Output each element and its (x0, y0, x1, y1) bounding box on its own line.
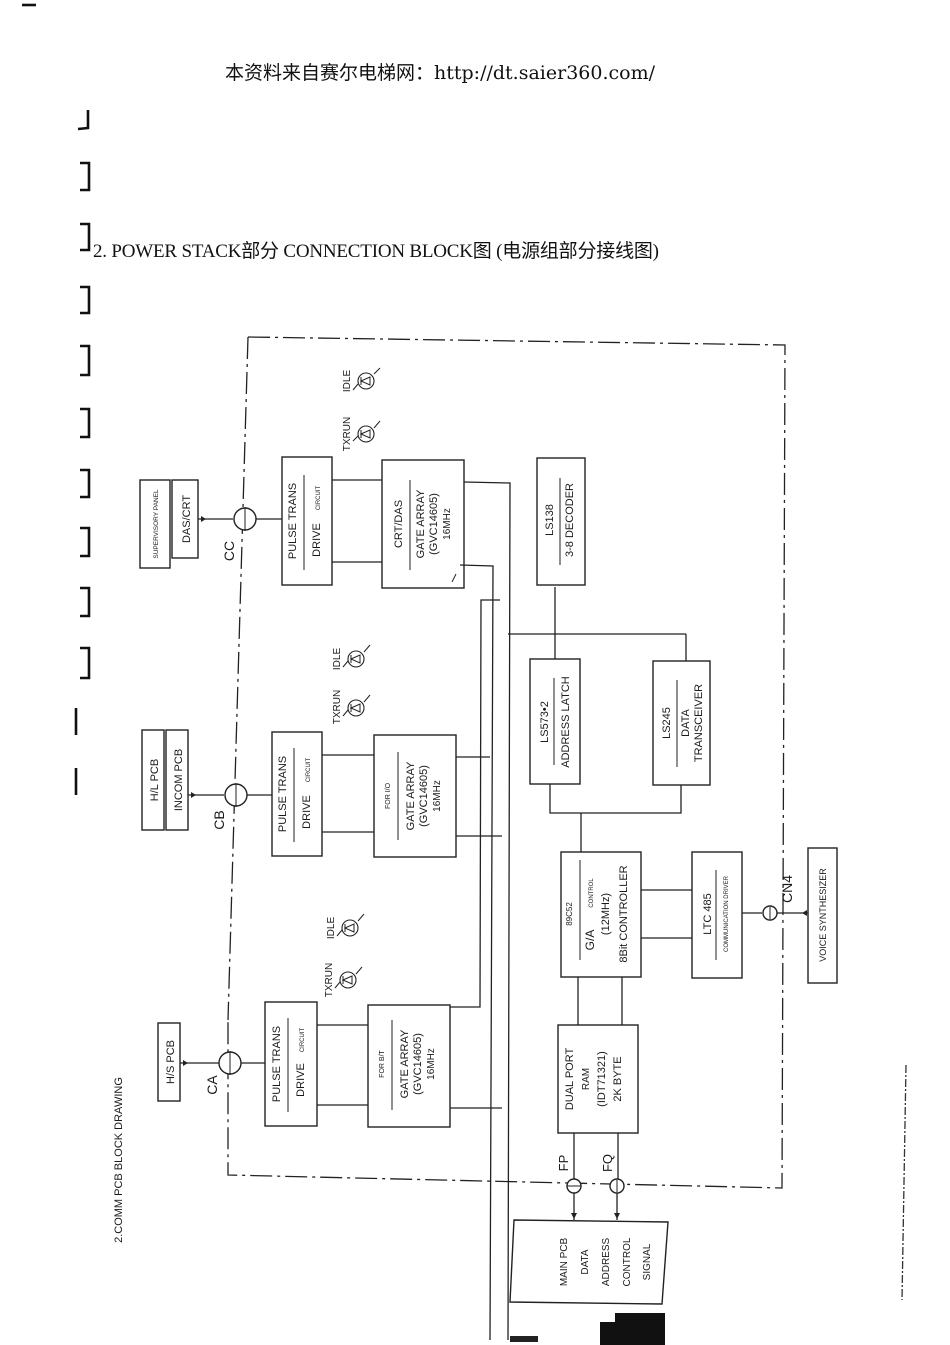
section-heading: 2. POWER STACK部分 CONNECTION BLOCK图 (电源组部… (93, 241, 659, 262)
gate-array-block-cc (381, 459, 465, 589)
idle-label: IDLE (332, 648, 343, 671)
bus-wiring (450, 481, 687, 1341)
circuit-label: CIRCUIT (316, 486, 322, 511)
main-pcb-block: MAIN PCB DATA ADDRESS CONTROL SIGNAL (509, 1219, 669, 1305)
pulse-trans-block-ca (264, 1001, 318, 1127)
comm-pcb-boundary (227, 336, 786, 1189)
gate-array-line2: (GVC14605) (428, 493, 440, 555)
ram-line4: 2K BYTE (612, 1056, 624, 1101)
right-edge-mark (901, 1064, 907, 1301)
circuit-label: CIRCUIT (300, 1028, 306, 1053)
incom-pcb-label: INCOM PCB (173, 749, 185, 811)
gate-array-line2: (GVC14605) (418, 765, 430, 827)
pulse-trans-label: PULSE TRANS (271, 1026, 283, 1102)
supervisory-panel-label: SUPERVISORY PANEL (153, 489, 160, 559)
dual-port-ram-block: DUAL PORT RAM (IDT71321) 2K BYTE (557, 1024, 639, 1134)
controller-desc: 8Bit CONTROLLER (618, 865, 630, 962)
main-pcb-line4: CONTROL (622, 1237, 633, 1286)
hl-pcb-block (141, 729, 165, 831)
txrun-label: TXRUN (332, 690, 343, 724)
comm-pcb-boundary-left (227, 336, 249, 1021)
transceiver-block: LS245 DATA TRANSCEIVER (652, 660, 711, 786)
transceiver-part: LS245 (661, 707, 673, 739)
transceiver-desc2: TRANSCEIVER (693, 684, 705, 762)
gate-array-tag: FOR B/T (379, 1049, 386, 1077)
led-txrun-cc: TXRUN (342, 417, 381, 451)
main-pcb-line3: ADDRESS (601, 1238, 612, 1287)
hs-pcb-block (157, 1022, 181, 1102)
connector-fp-label: FP (556, 1155, 571, 1172)
txrun-label: TXRUN (342, 417, 353, 451)
gate-array-line3: 16MHz (442, 508, 453, 540)
idle-label: IDLE (342, 370, 353, 393)
led-idle-cb: IDLE (332, 644, 371, 671)
gate-array-line1: GATE ARRAY (405, 761, 417, 830)
main-pcb-line5: SIGNAL (642, 1243, 653, 1280)
binding-brackets (74, 110, 91, 795)
decoder-block: LS138 3-8 DECODER (536, 457, 586, 586)
led-idle-ca: IDLE (326, 913, 365, 940)
led-txrun-cb: TXRUN (332, 690, 371, 724)
led-idle-cc: IDLE (342, 367, 381, 393)
gate-array-line3: 16MHz (432, 780, 443, 812)
scan-smudge (510, 1313, 665, 1345)
ram-line2: RAM (581, 1068, 592, 1090)
connector-ca-label: CA (204, 1075, 220, 1095)
incom-pcb-block (165, 729, 189, 831)
pulse-trans-block-cc (281, 456, 333, 586)
comm-driver-part: LTC 485 (702, 893, 714, 934)
das-crt-label: DAS/CRT (181, 495, 193, 543)
controller-part: 89C52 (565, 902, 574, 926)
gate-array-tag: CRT/DAS (393, 500, 405, 548)
latch-block: LS573•2 ADDRESS LATCH (529, 658, 581, 785)
gate-array-tag: FOR I/O (385, 782, 392, 809)
voice-synth-block: VOICE SYNTHESIZER (807, 847, 838, 984)
drive-label: DRIVE (301, 795, 313, 829)
connector-cn4-label: CN4 (779, 875, 795, 903)
gate-array-line3: 16MHz (426, 1048, 437, 1080)
hs-pcb-label: H/S PCB (165, 1040, 177, 1084)
comm-driver-block: LTC 485 COMMUNICATION DRIVER (691, 851, 743, 979)
connector-fq-label: FQ (600, 1154, 615, 1172)
pulse-trans-label: PULSE TRANS (277, 756, 289, 832)
gate-array-line1: GATE ARRAY (415, 489, 427, 558)
data-bus-link (549, 784, 682, 814)
txrun-label: TXRUN (324, 963, 335, 997)
pulse-trans-label: PULSE TRANS (287, 483, 299, 559)
drawing-caption: 2.COMM PCB BLOCK DRAWING (113, 1077, 125, 1243)
gate-array-block-ca (367, 1004, 451, 1128)
supervisory-panel-block (139, 479, 171, 569)
latch-desc: ADDRESS LATCH (560, 676, 572, 768)
drive-label: DRIVE (295, 1063, 307, 1097)
comm-driver-desc: COMMUNICATION DRIVER (724, 875, 730, 952)
main-pcb-line2: DATA (580, 1249, 591, 1275)
main-pcb-line1: MAIN PCB (559, 1238, 570, 1287)
drive-label: DRIVE (311, 523, 323, 557)
channel-cb: H/L PCB INCOM PCB CB PULSE TRANS DRIVE C… (141, 644, 457, 858)
gate-array-line2: (GVC14605) (412, 1033, 424, 1095)
hl-pcb-label: H/L PCB (149, 759, 161, 801)
gate-array-line1: GATE ARRAY (399, 1029, 411, 1098)
connector-cb-label: CB (211, 810, 227, 829)
decoder-desc: 3-8 DECODER (564, 483, 576, 557)
source-watermark: 本资料来自赛尔电梯网：http://dt.saier360.com/ (225, 62, 655, 84)
channel-ca: H/S PCB CA PULSE TRANS DRIVE CIRCUIT FOR… (157, 913, 451, 1128)
voice-synth-label: VOICE SYNTHESIZER (818, 868, 828, 962)
connector-cc-label: CC (221, 541, 237, 561)
transceiver-desc1: DATA (680, 708, 692, 736)
pulse-trans-block-cb (271, 731, 323, 857)
controller-ga: G/A (583, 930, 597, 951)
idle-label: IDLE (326, 917, 337, 940)
gate-array-block-cb (373, 734, 457, 858)
channel-cc: SUPERVISORY PANEL DAS/CRT CC PULSE TRANS… (139, 367, 465, 589)
controller-block: 89C52 G/A CONTROL (12MHz) 8Bit CONTROLLE… (560, 851, 642, 978)
decoder-part: LS138 (544, 504, 556, 536)
controller-control: CONTROL (589, 878, 595, 908)
latch-part: LS573•2 (539, 701, 551, 743)
ram-line3: (IDT71321) (596, 1051, 608, 1107)
circuit-label: CIRCUIT (306, 758, 312, 783)
controller-clock: (12MHz) (600, 893, 612, 935)
ram-line1: DUAL PORT (564, 1048, 576, 1111)
led-txrun-ca: TXRUN (324, 963, 363, 997)
